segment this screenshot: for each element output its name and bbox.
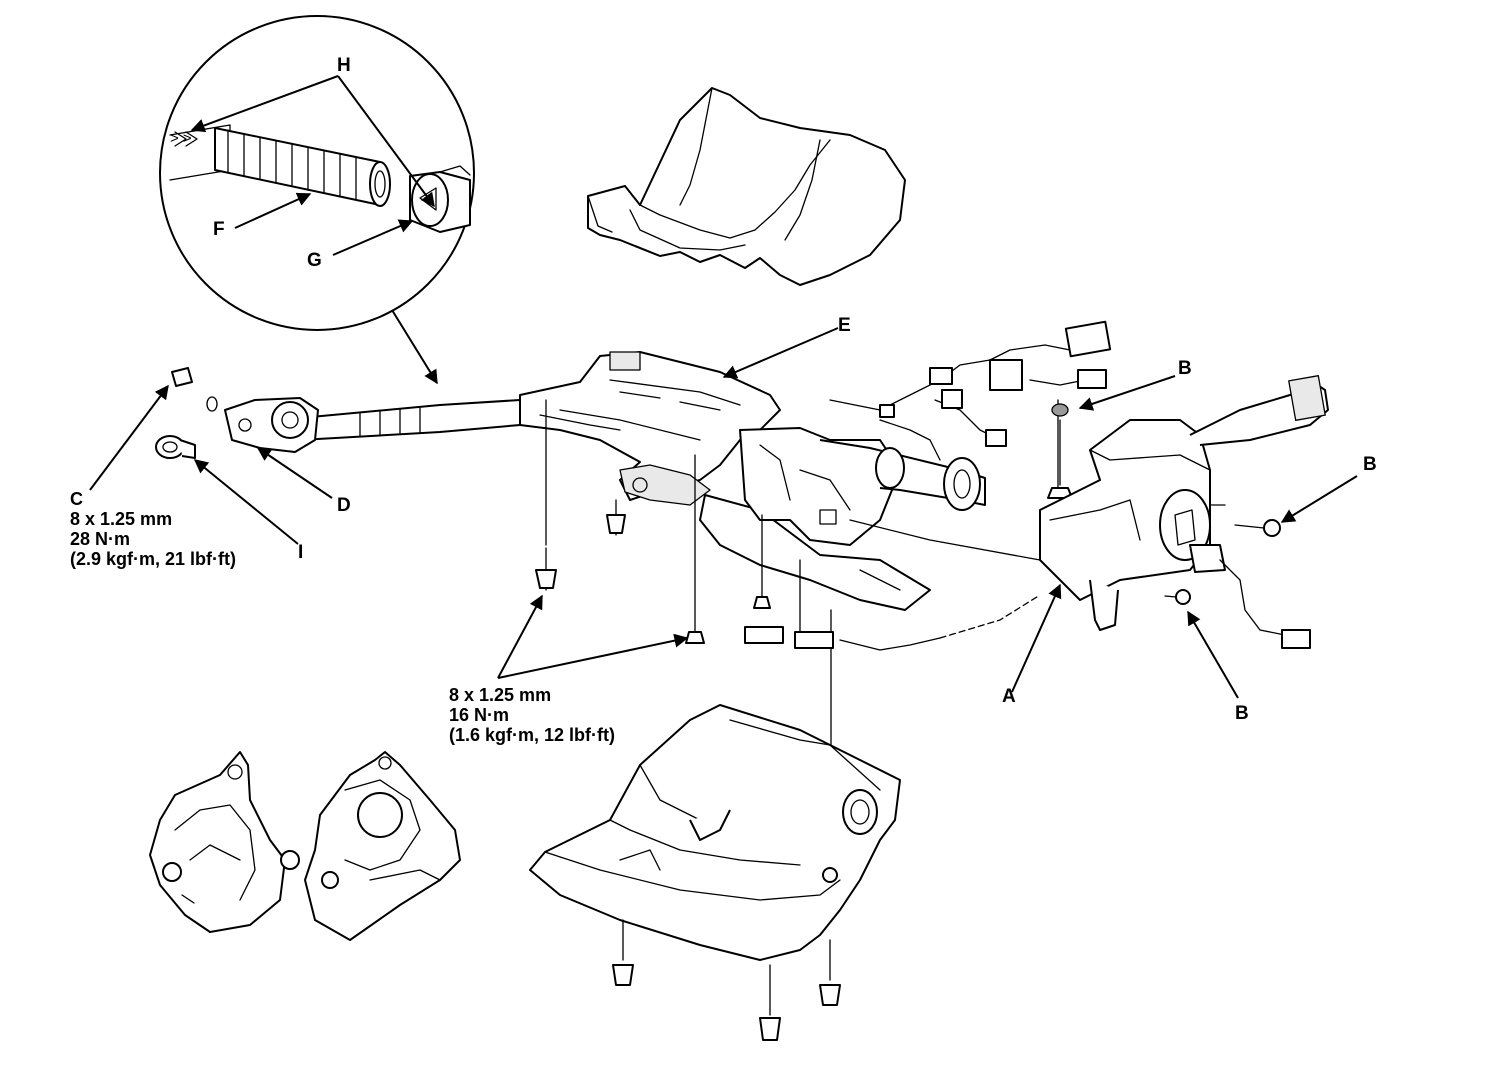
callout-e: E	[838, 315, 851, 336]
alignment-mark-icon	[174, 131, 198, 147]
detail-magnifier	[159, 15, 475, 331]
clip-ring	[155, 435, 196, 459]
universal-joint	[224, 397, 319, 453]
callout-leaders	[89, 75, 1358, 699]
wiring-harness	[744, 320, 1112, 651]
callout-b-bottom: B	[1235, 703, 1249, 724]
left-column-shroud	[149, 751, 300, 933]
steering-column-assembly	[299, 351, 986, 611]
combination-switch	[1039, 375, 1329, 649]
callout-h: H	[337, 55, 351, 76]
spec-column-size: 8 x 1.25 mm	[449, 685, 552, 705]
lower-column-cover	[529, 704, 901, 961]
callout-c: C	[70, 489, 83, 509]
spec-c-torque: 28 N·m	[70, 529, 131, 549]
spec-c-torque-alt: (2.9 kgf·m, 21 lbf·ft)	[70, 549, 237, 569]
spec-column-torque: 16 N·m	[449, 705, 510, 725]
detail-alignment-marks: > >	[170, 130, 192, 147]
joint-bolt	[171, 367, 218, 412]
splined-shaft-detail	[169, 124, 471, 233]
callout-d: D	[337, 495, 351, 516]
callout-i: I	[298, 542, 304, 563]
spec-c-size: 8 x 1.25 mm	[70, 509, 173, 529]
callout-b-right: B	[1363, 454, 1377, 475]
lower-cover-screws	[612, 919, 841, 1041]
callout-b-top: B	[1178, 358, 1192, 379]
upper-column-cover	[587, 87, 906, 286]
right-column-shroud	[304, 751, 461, 941]
spec-column-torque-alt: (1.6 kgf·m, 12 lbf·ft)	[449, 725, 616, 745]
callout-a: A	[1002, 686, 1016, 707]
callout-f: F	[213, 219, 225, 240]
torque-spec-c: C 8 x 1.25 mm 28 N·m (2.9 kgf·m, 21 lbf·…	[70, 489, 236, 569]
column-bolts	[535, 399, 1281, 644]
callout-g: G	[307, 250, 322, 271]
torque-spec-column: 8 x 1.25 mm 16 N·m (1.6 kgf·m, 12 lbf·ft…	[449, 685, 615, 745]
